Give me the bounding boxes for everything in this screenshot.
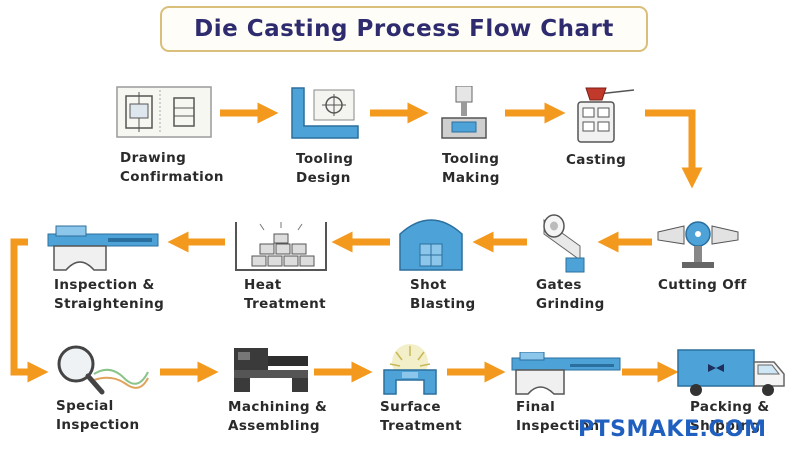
heat-furnace-icon <box>235 222 327 271</box>
delivery-truck-icon <box>677 349 785 396</box>
shot-blast-chamber-icon <box>399 219 463 271</box>
step-tooling-design: Tooling Design <box>296 151 354 186</box>
arrow-4 <box>645 109 703 189</box>
step-cutting-off: Cutting Off <box>658 277 747 293</box>
press-machine-icon <box>47 225 159 271</box>
step-heat-treatment: Heat Treatment <box>244 277 326 312</box>
magnifier-icon <box>57 345 149 395</box>
grinding-wheel-icon <box>543 214 585 273</box>
inspection-bench-icon <box>511 352 621 395</box>
watermark-text: PTSMAKE.COM <box>578 417 767 442</box>
blueprint-icon <box>116 86 212 138</box>
casting-mold-icon <box>577 87 635 143</box>
step-special-inspection: Special Inspection <box>56 398 140 433</box>
step-shot-blasting: Shot Blasting <box>410 277 476 312</box>
tooling-machine-icon <box>441 86 487 139</box>
arrow-9 <box>10 238 49 383</box>
step-packing-shipping: Packing & Shipping <box>690 399 770 434</box>
surface-treatment-icon <box>383 344 437 395</box>
chart-title: Die Casting Process Flow Chart <box>194 16 614 42</box>
step-tooling-making: Tooling Making <box>442 151 500 186</box>
step-casting: Casting <box>566 152 627 168</box>
step-drawing-confirmation: Drawing Confirmation <box>120 150 224 185</box>
lathe-icon <box>234 348 308 392</box>
step-inspection-straightening: Inspection & Straightening <box>54 277 165 312</box>
step-gates-grinding: Gates Grinding <box>536 277 605 312</box>
step-machining-assembling: Machining & Assembling <box>228 399 328 434</box>
tooling-design-icon <box>291 87 359 139</box>
step-surface-treatment: Surface Treatment <box>380 399 462 434</box>
title-box: Die Casting Process Flow Chart <box>160 6 648 52</box>
cutting-saw-icon <box>657 221 739 268</box>
step-final-inspection: Final Inspection <box>516 399 600 434</box>
